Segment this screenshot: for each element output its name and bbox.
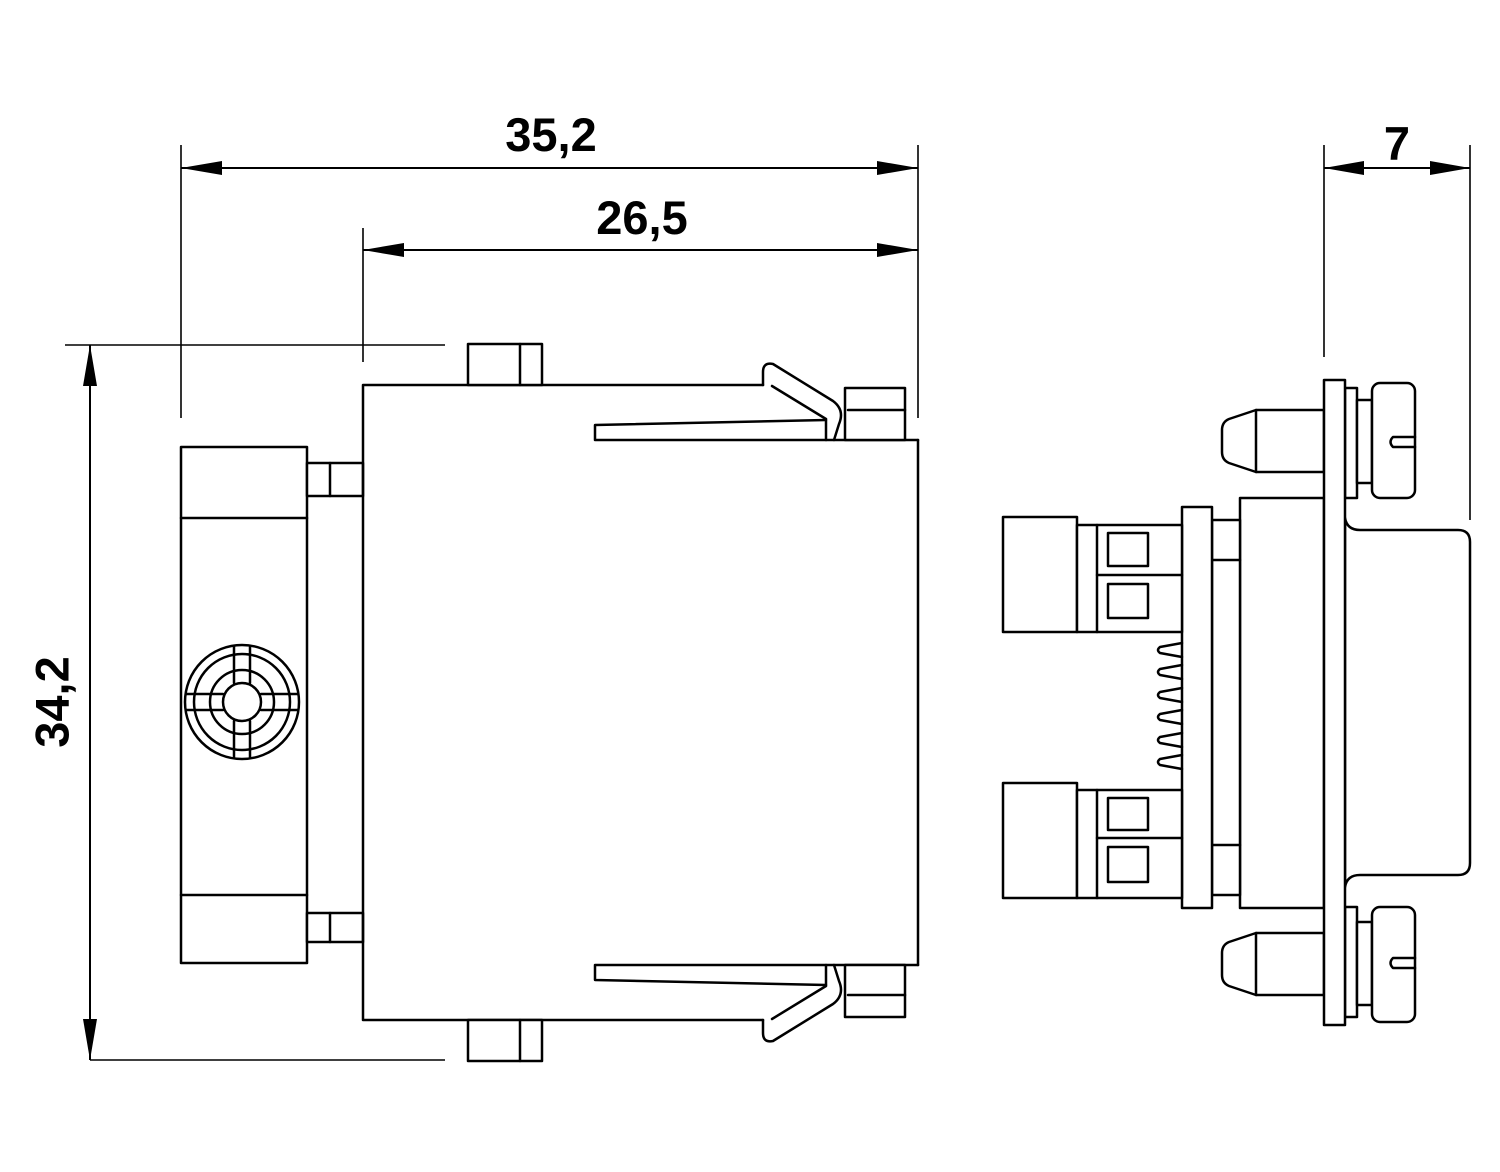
terminal-block-lower (1001, 781, 1184, 900)
latch-hook (761, 963, 843, 1043)
terminal-carrier-plate (1180, 505, 1214, 910)
connector-end-view (1001, 378, 1472, 1027)
mounting-plate (1322, 378, 1347, 1027)
connector-side-view (179, 342, 920, 1063)
dimension-body-length: 26,5 (362, 191, 918, 362)
arrowhead-left (181, 161, 222, 175)
latch-inner-edge (770, 384, 828, 421)
housing-collar (1210, 518, 1242, 897)
dimension-side-depth: 7 (1323, 117, 1471, 520)
screw-slot-icon (1389, 435, 1417, 449)
threaded-bolt (1220, 408, 1326, 474)
arrowhead-top (83, 345, 97, 386)
screw-shaft (1355, 920, 1374, 1007)
threaded-bolt (1220, 931, 1326, 997)
arrowhead-left (1324, 161, 1364, 175)
guide-tab (843, 963, 907, 1019)
terminal-window (1106, 531, 1150, 568)
latch-inner-edge (770, 984, 828, 1021)
d-sub-shell (1343, 516, 1472, 889)
screw-head (1370, 381, 1417, 500)
upper-latch-assembly (466, 342, 920, 442)
latch-arm (593, 963, 920, 987)
dimension-label: 7 (1384, 117, 1410, 170)
terminal-window (1106, 796, 1150, 832)
dimension-label: 35,2 (505, 108, 596, 161)
bottom-locking-tab (466, 1018, 544, 1063)
arrowhead-right (1430, 161, 1470, 175)
dimension-label: 26,5 (596, 191, 687, 244)
flange-spacer-top (305, 461, 365, 498)
screw-slot-icon (1389, 956, 1417, 970)
terminal-block-upper (1001, 515, 1184, 634)
mounting-screw-lower (1220, 905, 1417, 1024)
latch-hook (761, 362, 843, 442)
dimension-overall-length: 35,2 (180, 108, 919, 418)
mounting-screw-upper (1220, 381, 1417, 500)
screw-shaft (1355, 398, 1374, 485)
screw-center (221, 681, 263, 723)
screw-washer (1343, 905, 1359, 1019)
top-locking-tab (466, 342, 544, 387)
housing-block (1238, 496, 1326, 910)
screw-washer-ring (192, 652, 292, 752)
arrowhead-right (877, 243, 918, 257)
screw-head (1370, 905, 1417, 1024)
wire-entry (1001, 781, 1079, 900)
wire-entry (1001, 515, 1079, 634)
screw-outer-ring (183, 643, 301, 761)
latch-arm (593, 418, 920, 442)
screw-cross-slot-icon (184, 645, 300, 759)
lower-latch-assembly (466, 963, 920, 1063)
screw-head-ring (208, 668, 276, 736)
guide-tab (843, 386, 907, 442)
arrowhead-right (877, 161, 918, 175)
terminal-window (1106, 582, 1150, 620)
dimension-overall-height: 34,2 (25, 344, 445, 1061)
arrowhead-left (363, 243, 404, 257)
contact-comb (1156, 641, 1184, 771)
housing-body (361, 383, 920, 1022)
arrowhead-bottom (83, 1019, 97, 1060)
screw-washer (1343, 386, 1359, 500)
flange-screw (183, 643, 301, 761)
dimension-label: 34,2 (25, 656, 78, 747)
flange-spacer-bottom (305, 911, 365, 944)
terminal-window (1106, 845, 1150, 884)
